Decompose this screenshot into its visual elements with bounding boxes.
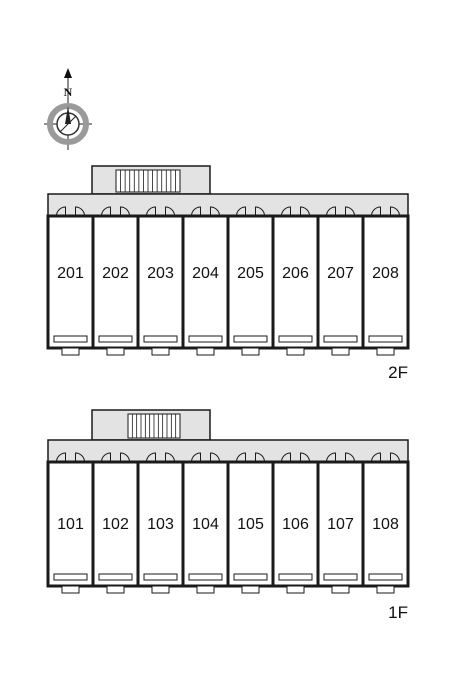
unit-number: 202	[102, 265, 129, 282]
door-swing-icon	[191, 452, 201, 463]
door-swing-icon	[326, 206, 336, 217]
unit-number: 107	[327, 516, 354, 533]
door-swing-icon	[326, 452, 336, 463]
door-swing-icon	[390, 452, 400, 463]
unit-number: 101	[57, 516, 84, 533]
unit-number: 208	[372, 265, 399, 282]
floor-label-1f: 1F	[388, 603, 408, 622]
balcony-window	[368, 335, 403, 343]
compass-needle-north	[65, 106, 71, 124]
balcony-window	[368, 573, 403, 581]
balcony-ledge	[331, 585, 350, 594]
door-swing-icon	[165, 206, 175, 217]
unit-number: 108	[372, 516, 399, 533]
unit-number: 102	[102, 516, 129, 533]
unit-number: 207	[327, 265, 354, 282]
floor-2f: 201 202 203 204 205 206 207 208 2F	[46, 165, 410, 382]
stair-treads	[131, 414, 177, 438]
unit-number: 103	[147, 516, 174, 533]
door-swing-icon	[56, 206, 66, 217]
balcony-window	[233, 335, 268, 343]
door-swing-icon	[75, 206, 85, 217]
north-label: N	[64, 85, 73, 99]
balcony-ledge	[106, 585, 125, 594]
balcony-ledge	[376, 347, 395, 356]
door-swing-icon	[146, 452, 156, 463]
door-swing-icon	[371, 206, 381, 217]
balcony-ledge	[151, 585, 170, 594]
balcony-window	[143, 335, 178, 343]
floor-label-2f: 2F	[388, 363, 408, 382]
unit-number: 205	[237, 265, 264, 282]
door-swing-icon	[345, 452, 355, 463]
unit-row: 201 202 203 204 205 206 207 208	[53, 206, 403, 356]
door-swing-icon	[146, 206, 156, 217]
door-swing-icon	[255, 206, 265, 217]
door-swing-icon	[300, 452, 310, 463]
balcony-ledge	[241, 585, 260, 594]
door-swing-icon	[210, 206, 220, 217]
balcony-window	[278, 335, 313, 343]
door-swing-icon	[345, 206, 355, 217]
balcony-ledge	[61, 585, 80, 594]
balcony-window	[143, 573, 178, 581]
compass: N	[44, 68, 92, 150]
balcony-window	[188, 335, 223, 343]
unit-number: 206	[282, 265, 309, 282]
door-swing-icon	[255, 452, 265, 463]
door-swing-icon	[75, 452, 85, 463]
door-swing-icon	[165, 452, 175, 463]
door-swing-icon	[56, 452, 66, 463]
door-swing-icon	[390, 206, 400, 217]
floor-1f: 101 102 103 104 105 106 107 108 1F	[46, 409, 410, 622]
balcony-window	[188, 573, 223, 581]
balcony-ledge	[331, 347, 350, 356]
balcony-window	[278, 573, 313, 581]
balcony-ledge	[196, 585, 215, 594]
door-swing-icon	[281, 206, 291, 217]
unit-number: 106	[282, 516, 309, 533]
balcony-ledge	[106, 347, 125, 356]
door-swing-icon	[371, 452, 381, 463]
stair-treads	[120, 170, 176, 192]
balcony-window	[98, 335, 133, 343]
balcony-ledge	[241, 347, 260, 356]
balcony-window	[98, 573, 133, 581]
door-swing-icon	[101, 452, 111, 463]
unit-number: 201	[57, 265, 84, 282]
balcony-window	[323, 573, 358, 581]
balcony-window	[53, 573, 88, 581]
door-swing-icon	[281, 452, 291, 463]
balcony-window	[233, 573, 268, 581]
balcony-window	[53, 335, 88, 343]
balcony-ledge	[151, 347, 170, 356]
balcony-ledge	[61, 347, 80, 356]
north-arrow-icon	[64, 68, 72, 78]
unit-number: 204	[192, 265, 219, 282]
balcony-ledge	[376, 585, 395, 594]
door-swing-icon	[120, 452, 130, 463]
unit-number: 104	[192, 516, 219, 533]
unit-number: 105	[237, 516, 264, 533]
door-swing-icon	[236, 452, 246, 463]
unit-number: 203	[147, 265, 174, 282]
door-swing-icon	[101, 206, 111, 217]
door-swing-icon	[210, 452, 220, 463]
balcony-ledge	[286, 347, 305, 356]
balcony-window	[323, 335, 358, 343]
balcony-ledge	[286, 585, 305, 594]
door-swing-icon	[191, 206, 201, 217]
unit-row: 101 102 103 104 105 106 107 108	[53, 452, 403, 594]
door-swing-icon	[300, 206, 310, 217]
door-swing-icon	[236, 206, 246, 217]
balcony-ledge	[196, 347, 215, 356]
door-swing-icon	[120, 206, 130, 217]
